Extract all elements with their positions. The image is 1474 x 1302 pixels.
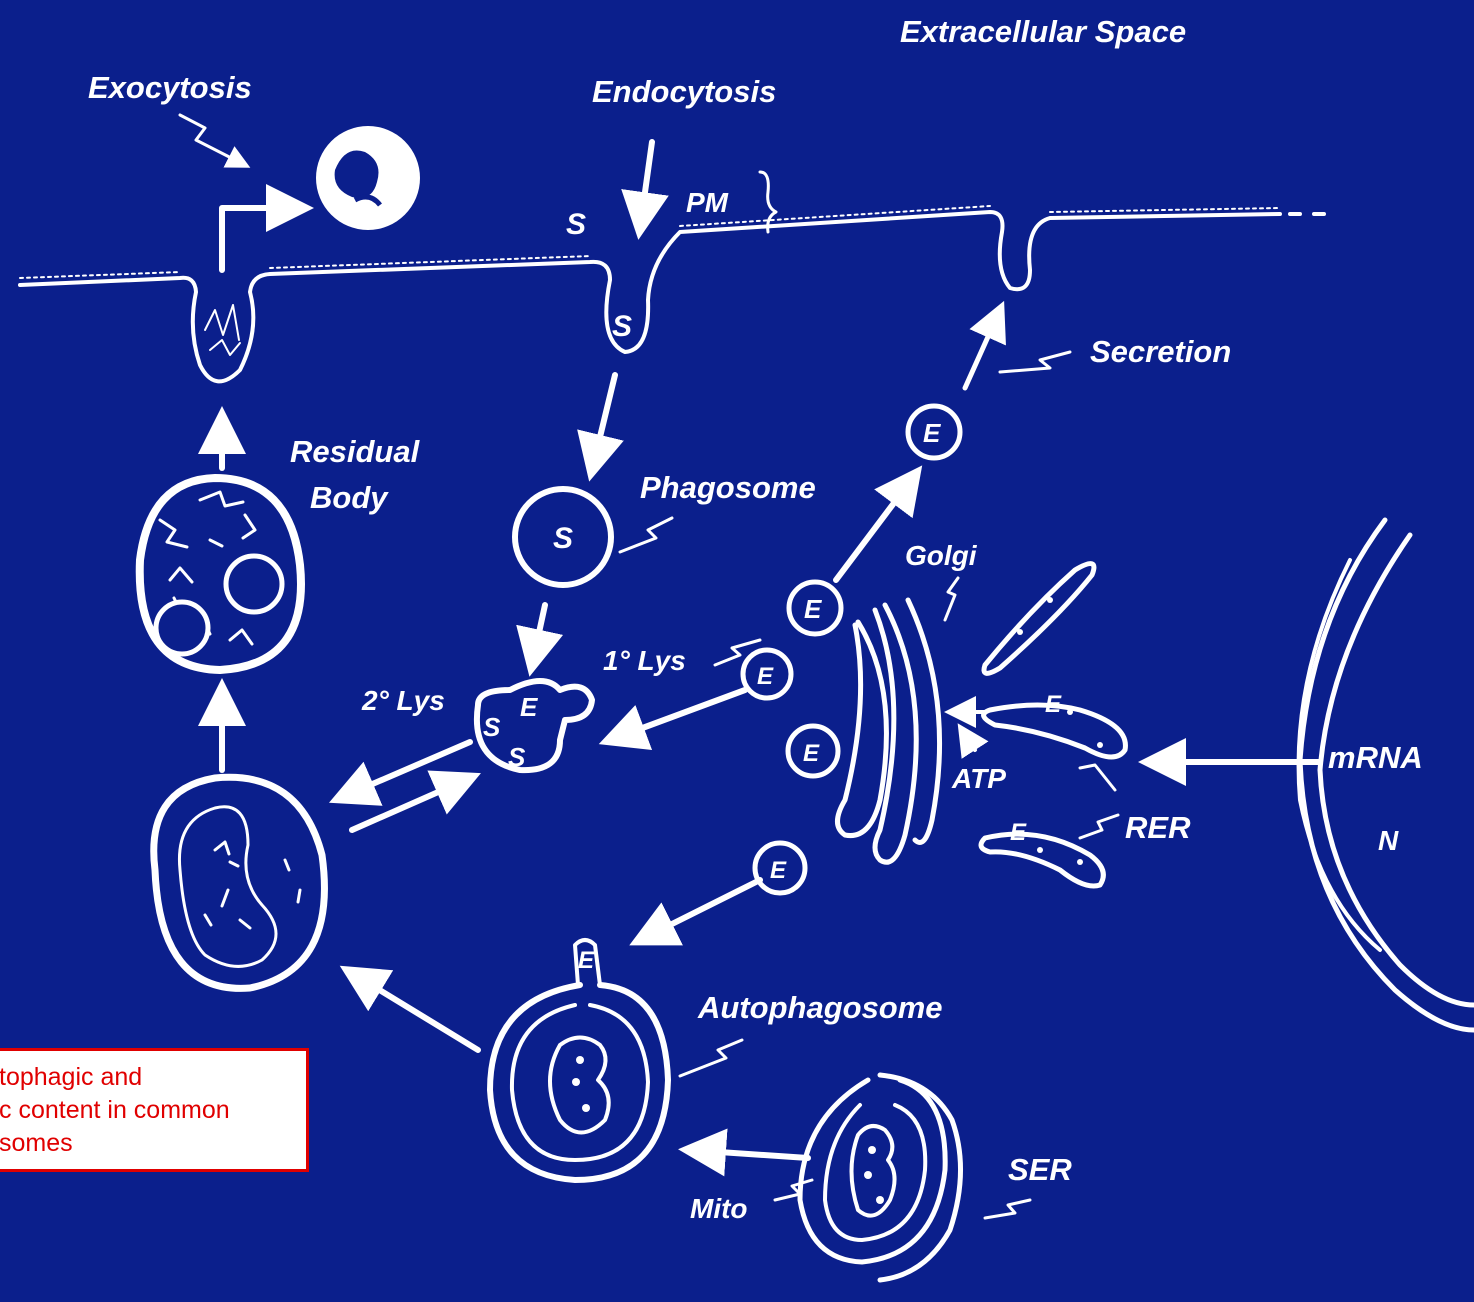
exocytosed-particle <box>316 126 420 230</box>
mitochondrion <box>775 1075 1030 1280</box>
rough-er: E E <box>981 564 1125 886</box>
mrna-label: mRNA <box>1328 740 1423 775</box>
endocytic-vesicle: S <box>612 310 632 343</box>
extracellular-space-label: Extracellular Space <box>900 14 1186 49</box>
rer-label: RER <box>1125 810 1191 845</box>
residual-body <box>140 478 301 670</box>
svg-text:E: E <box>1045 691 1062 718</box>
annotation-box: tophagic and c content in common somes <box>0 1048 309 1172</box>
golgi-apparatus <box>838 578 959 862</box>
phagosome-label: Phagosome <box>640 470 816 505</box>
pm-label: PM <box>686 187 729 218</box>
svg-text:E: E <box>1010 819 1027 846</box>
svg-text:E: E <box>923 418 941 448</box>
annotation-line-1: tophagic and <box>0 1063 142 1091</box>
e-vesicle-primary-lys: E <box>743 650 791 698</box>
exocytosing-vesicle <box>205 305 240 355</box>
primary-lysosome-label: 1° Lys <box>603 645 686 676</box>
autophagic-vacuole <box>154 777 325 988</box>
annotation-text: tophagic and c content in common somes <box>0 1061 309 1160</box>
svg-text:S: S <box>553 522 573 555</box>
body-label: Body <box>310 480 389 515</box>
s-label-membrane: S <box>566 208 586 241</box>
autophagosome: E <box>490 940 742 1180</box>
mito-label: Mito <box>690 1193 748 1224</box>
svg-text:S: S <box>483 712 501 742</box>
nucleus <box>1299 520 1474 1030</box>
secondary-lysosome-label: 2° Lys <box>361 685 445 716</box>
autophagosome-label: Autophagosome <box>697 990 943 1025</box>
svg-text:E: E <box>770 857 787 884</box>
atp-label: ATP <box>951 763 1006 794</box>
ser-label: SER <box>1008 1152 1072 1187</box>
svg-text:E: E <box>804 594 822 624</box>
svg-text:E: E <box>520 692 538 722</box>
annotation-line-3: somes <box>0 1129 73 1157</box>
svg-text:S: S <box>508 742 526 772</box>
secondary-lysosome: S E S <box>477 681 592 772</box>
nucleus-label: N <box>1378 825 1399 856</box>
secretion-label: Secretion <box>1090 334 1231 369</box>
svg-text:E: E <box>803 740 820 767</box>
e-vesicle-middle: E <box>788 726 838 776</box>
endocytosis-label: Endocytosis <box>592 74 776 109</box>
annotation-line-2: c content in common <box>0 1096 230 1124</box>
svg-text:E: E <box>578 947 595 974</box>
e-vesicle-lower: E <box>755 843 805 893</box>
exocytosis-label: Exocytosis <box>88 70 252 105</box>
svg-text:E: E <box>757 663 774 690</box>
e-vesicle-golgi: E <box>789 582 841 634</box>
e-vesicle-secretion: E <box>908 406 960 458</box>
golgi-label: Golgi <box>905 540 978 571</box>
svg-text:S: S <box>612 310 632 343</box>
residual-label: Residual <box>290 434 421 469</box>
